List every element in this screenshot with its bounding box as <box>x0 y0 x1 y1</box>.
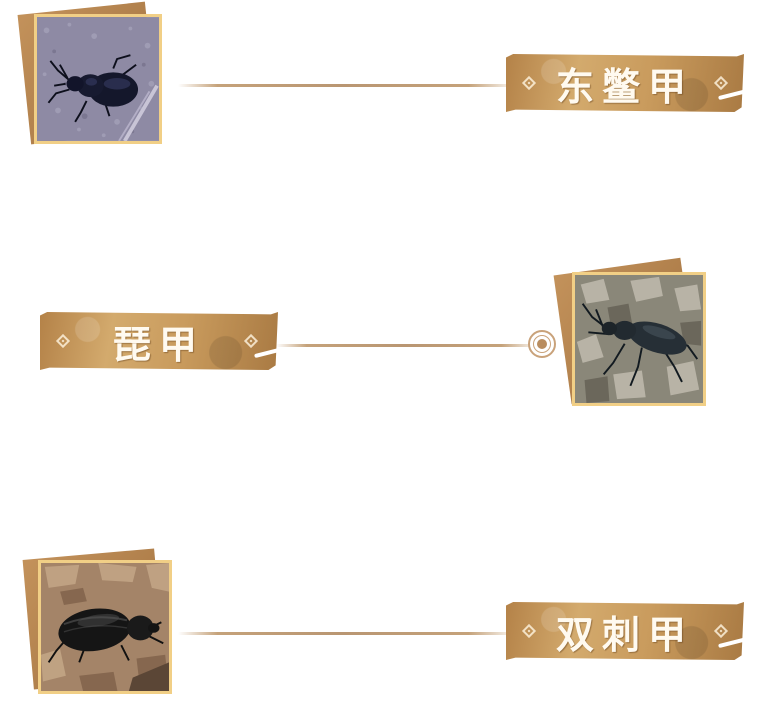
species-label-banner-2: 琵甲 <box>40 312 278 370</box>
diamond-ornament-icon <box>521 75 537 91</box>
diamond-ornament-icon <box>243 333 259 349</box>
species-name-1: 东鳖甲 <box>555 63 694 109</box>
species-label-banner-3: 双刺甲 <box>506 602 744 660</box>
beetle-photo-card-3 <box>22 548 182 694</box>
beetle-image-1 <box>37 17 159 141</box>
beetle-photo-1 <box>34 14 162 144</box>
species-label-banner-1: 东鳖甲 <box>506 54 744 112</box>
diamond-ornament-icon <box>55 333 71 349</box>
diamond-ornament-icon <box>713 623 729 639</box>
connector-line-2 <box>276 344 532 347</box>
beetle-photo-card-2 <box>553 257 712 406</box>
beetle-photo-card-1 <box>17 1 174 148</box>
species-name-2: 琵甲 <box>112 321 205 367</box>
species-name-3: 双刺甲 <box>555 611 694 657</box>
beetle-image-3 <box>41 563 169 691</box>
beetle-image-2 <box>575 275 703 403</box>
connector-line-1 <box>178 84 508 87</box>
connector-line-3 <box>178 632 508 635</box>
diamond-ornament-icon <box>713 75 729 91</box>
connector-node-icon <box>528 330 556 358</box>
diamond-ornament-icon <box>521 623 537 639</box>
beetle-photo-3 <box>38 560 172 694</box>
beetle-photo-2 <box>572 272 706 406</box>
